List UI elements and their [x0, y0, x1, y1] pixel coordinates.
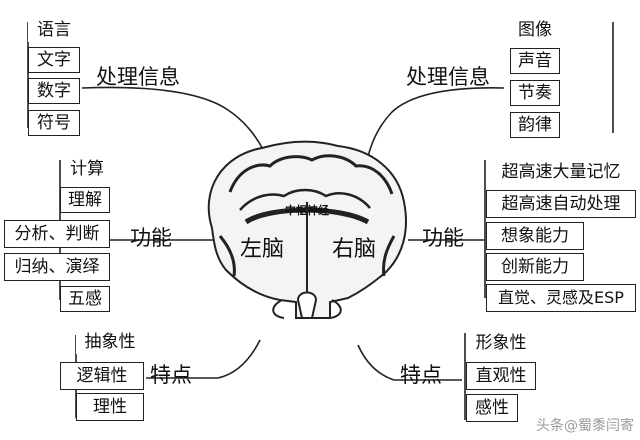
- right-feature-item: 形象性: [466, 330, 536, 356]
- right-function-item: 创新能力: [486, 253, 584, 281]
- gyri-top: [228, 154, 394, 195]
- left-process-branch: [81, 86, 273, 171]
- right-function-item: 想象能力: [486, 222, 584, 250]
- right-function-item: 超高速大量记忆: [486, 157, 636, 187]
- watermark: 头条@蜀黍闫寄: [536, 418, 634, 434]
- brain-right-label: 右脑: [332, 237, 376, 262]
- right-process-item: 韵律: [510, 112, 560, 138]
- corpus-callosum: [244, 207, 370, 225]
- brain-illustration: [207, 140, 407, 319]
- brain-center-label: 中枢神经: [285, 203, 329, 217]
- right-process-title: 处理信息: [406, 65, 490, 89]
- brainstem: [296, 291, 318, 319]
- left-process-item: 数字: [28, 78, 80, 104]
- left-function-item: 五感: [60, 286, 110, 312]
- left-function-title: 功能: [130, 226, 172, 250]
- right-feature-item: 感性: [466, 394, 518, 422]
- brain-left-label: 左脑: [240, 237, 284, 262]
- left-feature-item: 抽象性: [76, 330, 144, 354]
- left-function-item: 分析、判断: [4, 220, 110, 248]
- right-fold: [382, 235, 396, 277]
- cerebellum: [272, 299, 342, 319]
- left-function-item: 理解: [60, 187, 110, 213]
- gyri-inner: [239, 188, 371, 211]
- left-process-title: 处理信息: [96, 65, 180, 89]
- right-feature-title: 特点: [400, 363, 442, 387]
- left-function-item: 归纳、演绎: [4, 253, 110, 281]
- left-process-item: 语言: [28, 18, 80, 42]
- right-function-item: 超高速自动处理: [486, 190, 636, 218]
- right-feature-branch: [357, 344, 462, 381]
- left-function-item: 计算: [62, 158, 112, 180]
- right-feature-item: 直观性: [466, 362, 536, 390]
- right-function-item: 直觉、灵感及ESP: [486, 284, 636, 312]
- left-fold: [218, 235, 236, 277]
- left-feature-branch: [146, 339, 261, 379]
- right-process-item: 节奏: [510, 80, 560, 106]
- left-feature-item: 逻辑性: [60, 362, 144, 390]
- right-function-title: 功能: [422, 226, 464, 250]
- left-feature-title: 特点: [150, 363, 192, 387]
- left-process-item: 符号: [28, 110, 80, 136]
- right-process-item: 声音: [510, 48, 560, 74]
- left-feature-item: 理性: [76, 393, 144, 421]
- left-process-item: 文字: [28, 47, 80, 73]
- right-process-item: 图像: [510, 18, 560, 42]
- right-process-branch: [364, 87, 505, 173]
